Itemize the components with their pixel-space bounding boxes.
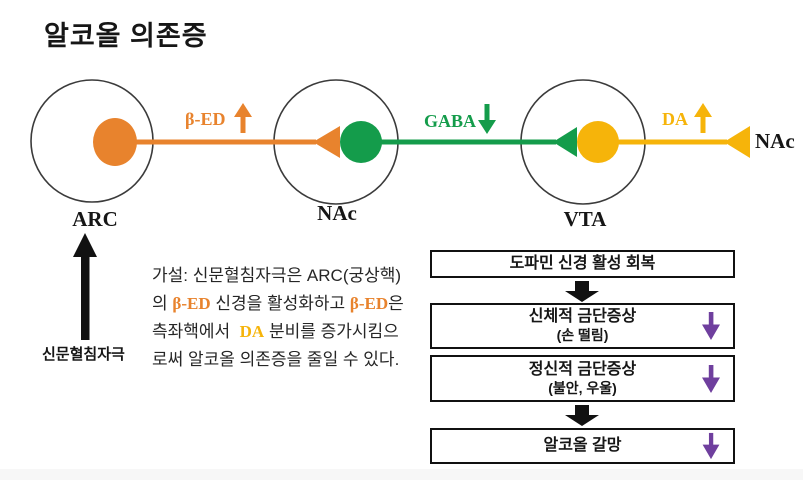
nac-label: NAc [317, 201, 357, 225]
hypothesis-line-4: 로써 알코올 의존증을 줄일 수 있다. [152, 350, 400, 369]
vta-label: VTA [563, 207, 607, 231]
hypothesis-line-2: 의 β-ED 신경을 활성화하고 β-ED은 [152, 294, 404, 313]
da-inline-label: DA [239, 322, 265, 341]
flow-box-physical-withdrawal: 신체적 금단증상 (손 떨림) [430, 303, 735, 349]
bottom-strip [0, 469, 803, 480]
stimulus-arrow-icon [73, 233, 97, 340]
decrease-arrow-icon [702, 432, 720, 460]
arc-soma [93, 118, 137, 166]
flow-box-label: 신체적 금단증상 [528, 308, 637, 326]
arc-label: ARC [72, 207, 118, 231]
nac-circle [273, 79, 399, 205]
bed-label: β-ED [185, 109, 226, 129]
gaba-terminal-icon [553, 127, 577, 157]
flow-box-sublabel: (불안, 우울) [548, 379, 617, 396]
page-title: 알코올 의존증 [44, 21, 208, 51]
bed-terminal-icon [313, 126, 340, 158]
bed-increase-arrow-icon [234, 103, 252, 133]
decrease-arrow-icon [702, 312, 720, 340]
vta-circle [520, 79, 646, 205]
flow-box-label: 알코올 갈망 [543, 437, 622, 454]
hypothesis-line-3: 측좌핵에서 DA 분비를 증가시킴으 [152, 322, 399, 341]
da-label: DA [662, 109, 688, 129]
gaba-decrease-arrow-icon [478, 104, 496, 134]
gaba-label: GABA [424, 111, 477, 131]
bed-inline-label: β-ED [349, 294, 389, 313]
nac-soma [340, 121, 382, 163]
hypothesis-line-1: 가설: 신문혈침자극은 ARC(궁상핵) [152, 266, 402, 285]
decrease-arrow-icon [702, 364, 720, 393]
arc-circle [30, 79, 154, 203]
da-terminal-icon [724, 126, 750, 158]
vta-soma [577, 121, 619, 163]
flow-box-label: 도파민 신경 활성 회복 [509, 255, 656, 272]
hypothesis-text: 가설: 신문혈침자극은 ARC(궁상핵) 의 β-ED 신경을 활성화하고 β-… [152, 262, 412, 374]
stimulus-label: 신문혈침자극 [42, 346, 125, 363]
da-increase-arrow-icon [694, 103, 712, 133]
flow-box-sublabel: (손 떨림) [556, 327, 609, 344]
flow-box-alcohol-craving: 알코올 갈망 [430, 428, 735, 464]
flow-box-dopamine-recovery: 도파민 신경 활성 회복 [430, 250, 735, 278]
flow-arrow-2-icon [565, 405, 599, 426]
bed-inline-label: β-ED [172, 294, 211, 313]
flow-box-label: 정신적 금단증상 [528, 360, 637, 378]
target-nac-label: NAc [755, 129, 795, 153]
flow-box-mental-withdrawal: 정신적 금단증상 (불안, 우울) [430, 355, 735, 402]
flow-arrow-1-icon [565, 281, 599, 302]
